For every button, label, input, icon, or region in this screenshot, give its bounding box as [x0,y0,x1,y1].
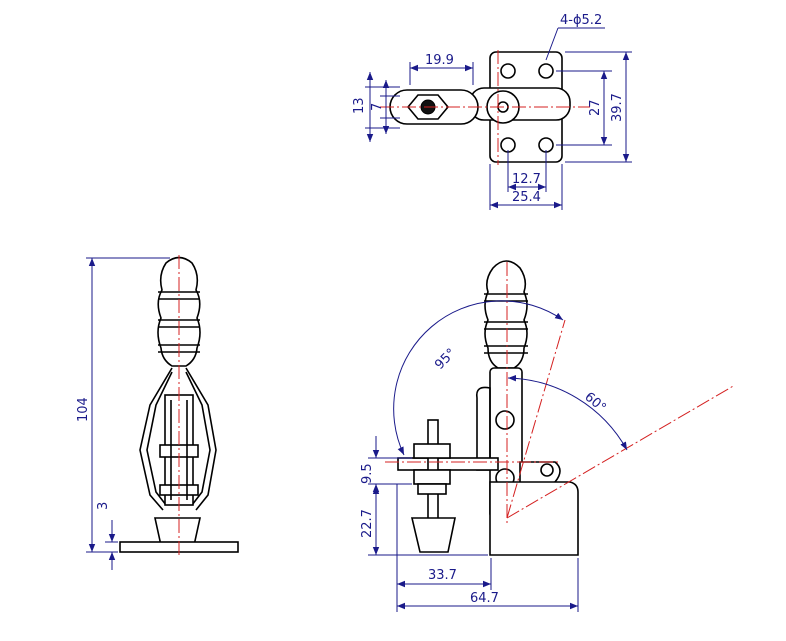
dim-12-7: 12.7 [512,172,541,187]
mount-hole [500,63,516,79]
dim-39-7: 39.7 [610,93,625,122]
front-link-right [185,367,217,511]
dim-33-7: 33.7 [428,568,457,583]
side-hex-nut [413,443,451,459]
top-view: 19.9 13 7 4-ϕ5.2 27 39.7 12.7 25.4 [352,13,632,210]
side-view: 95° 60° 9.5 22.7 33.7 64.7 [360,260,736,612]
angle-60: 60° [581,390,608,416]
dim-3: 3 [96,502,111,510]
side-handle-grip [484,260,528,369]
mount-hole [538,63,554,79]
top-arm [469,87,571,121]
dim-7: 7 [370,103,385,111]
dim-22-7: 22.7 [360,509,375,538]
dim-27: 27 [588,99,603,116]
side-clamp-arm [397,457,499,471]
angle-95: 95° [432,346,459,373]
holes-label: 4-ϕ5.2 [560,13,602,28]
side-base [489,481,579,556]
side-hex-nut [413,469,451,485]
front-view: 104 3 [76,255,239,570]
dim-25-4: 25.4 [512,190,541,205]
side-spindle-tip [410,517,456,553]
dim-19-9: 19.9 [425,53,454,68]
dim-104: 104 [76,397,91,422]
dim-13: 13 [352,97,367,114]
dim-9-5: 9.5 [360,463,375,484]
dim-64-7: 64.7 [470,591,499,606]
front-link-left [139,367,173,511]
